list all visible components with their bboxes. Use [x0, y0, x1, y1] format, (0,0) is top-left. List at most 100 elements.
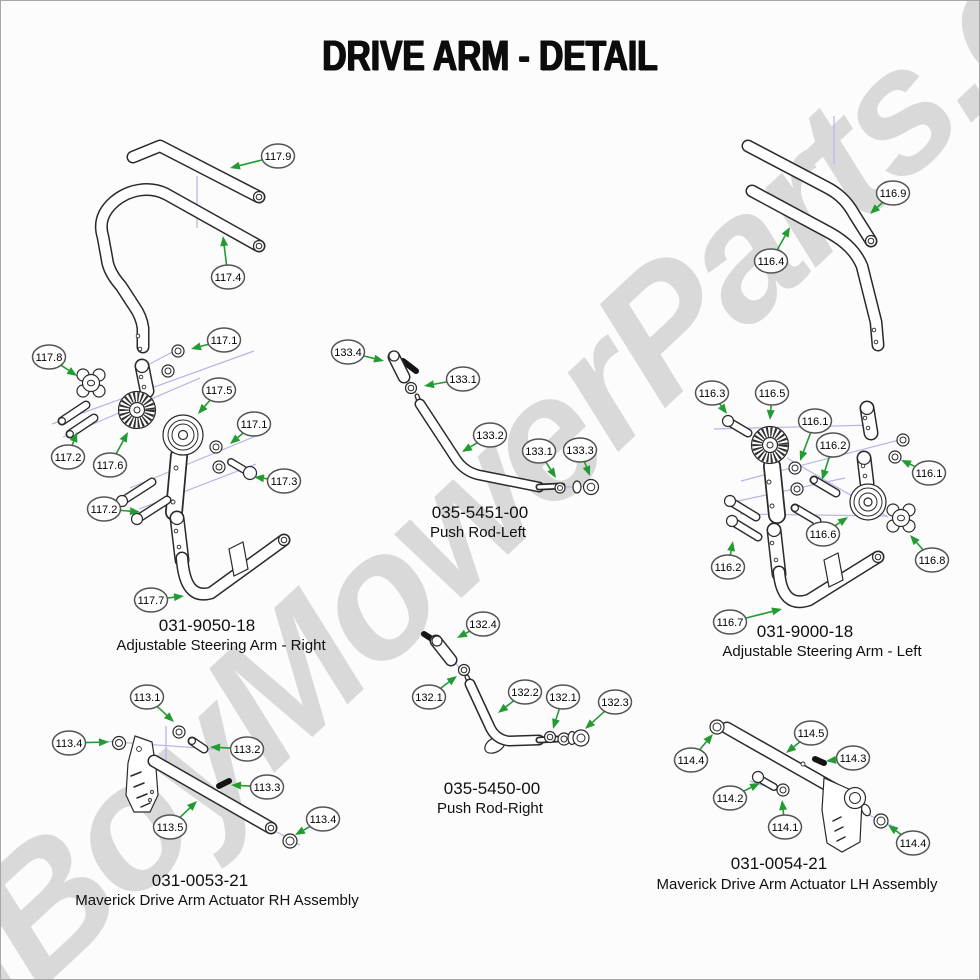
callout-114.3[interactable]: 114.3 — [826, 745, 871, 771]
callout-117.4[interactable]: 117.4 — [210, 236, 246, 290]
callout-114.4[interactable]: 114.4 — [888, 825, 931, 856]
callout-133.2[interactable]: 133.2 — [462, 422, 508, 452]
arrowhead-icon — [424, 380, 435, 389]
callout-113.4[interactable]: 113.4 — [295, 806, 341, 835]
callout-number: 114.4 — [678, 755, 705, 767]
bottom-arm-tube — [175, 533, 291, 601]
callout-number: 117.9 — [265, 151, 292, 163]
callout-113.4[interactable]: 113.4 — [51, 730, 110, 756]
callout-133.1[interactable]: 133.1 — [424, 366, 481, 392]
part-number-label: 031-0054-21 — [731, 854, 827, 873]
leader-line — [240, 784, 251, 787]
leader-line — [591, 710, 606, 723]
actuator-tube — [147, 754, 278, 835]
arrowhead-icon — [129, 507, 140, 516]
callout-116.7[interactable]: 116.7 — [712, 607, 783, 635]
callout-132.4[interactable]: 132.4 — [457, 611, 501, 638]
callout-number: 116.3 — [699, 388, 726, 400]
leader-line — [200, 343, 209, 348]
leader-line — [115, 440, 124, 455]
callout-117.5[interactable]: 117.5 — [198, 377, 237, 414]
ball-joint — [387, 350, 419, 384]
callout-133.1[interactable]: 133.1 — [521, 438, 557, 478]
callout-113.2[interactable]: 113.2 — [210, 736, 265, 762]
arrowhead-icon — [98, 738, 109, 747]
callout-bubble — [597, 689, 633, 715]
callout-116.9[interactable]: 116.9 — [870, 180, 911, 214]
arrowhead-icon — [210, 743, 221, 752]
bolt — [751, 770, 778, 791]
callout-bubble — [710, 554, 746, 580]
leader-line — [776, 235, 786, 251]
callout-117.1[interactable]: 117.1 — [230, 411, 272, 444]
callout-133.4[interactable]: 133.4 — [330, 339, 385, 365]
callout-117.2[interactable]: 117.2 — [86, 496, 141, 522]
callout-117.6[interactable]: 117.6 — [92, 432, 129, 478]
callout-117.1[interactable]: 117.1 — [191, 327, 242, 353]
rod-end — [567, 729, 590, 747]
callout-114.1[interactable]: 114.1 — [767, 800, 803, 840]
callout-116.2[interactable]: 116.2 — [710, 541, 746, 580]
callout-bubble — [521, 438, 557, 464]
callout-bubble — [249, 774, 285, 800]
part-number-label: 031-9000-18 — [757, 622, 853, 641]
callout-117.9[interactable]: 117.9 — [230, 143, 296, 170]
flange-nut — [888, 450, 902, 464]
callout-114.4[interactable]: 114.4 — [673, 734, 714, 773]
callout-132.1[interactable]: 132.1 — [545, 684, 581, 729]
leader-line — [440, 681, 450, 690]
actuator-tube — [720, 721, 843, 797]
tube-clamp — [823, 552, 844, 588]
callout-number: 116.7 — [717, 617, 744, 629]
callout-116.8[interactable]: 116.8 — [910, 535, 950, 573]
callout-116.6[interactable]: 116.6 — [805, 517, 849, 547]
callout-116.4[interactable]: 116.4 — [753, 227, 791, 274]
callout-132.3[interactable]: 132.3 — [585, 689, 633, 729]
leader-line — [916, 541, 924, 551]
bushing — [873, 813, 889, 829]
set-screw — [812, 756, 827, 766]
leader-line — [203, 399, 211, 408]
callout-133.3[interactable]: 133.3 — [562, 437, 598, 476]
callout-113.1[interactable]: 113.1 — [129, 684, 175, 722]
callout-117.7[interactable]: 117.7 — [133, 587, 185, 613]
callout-bubble — [50, 444, 86, 470]
callout-116.2[interactable]: 116.2 — [815, 432, 851, 480]
callout-116.3[interactable]: 116.3 — [694, 380, 730, 414]
callout-116.5[interactable]: 116.5 — [754, 380, 790, 420]
callout-114.5[interactable]: 114.5 — [786, 720, 829, 753]
callout-116.1[interactable]: 116.1 — [901, 460, 947, 486]
drive-arm-round-end — [162, 414, 204, 521]
callout-132.2[interactable]: 132.2 — [498, 679, 543, 713]
callout-113.5[interactable]: 113.5 — [152, 801, 198, 840]
callout-bubble — [260, 143, 296, 169]
callout-113.3[interactable]: 113.3 — [231, 774, 285, 800]
page-title: DRIVE ARM - DETAIL — [322, 32, 658, 80]
arrowhead-icon — [295, 826, 306, 835]
callout-number: 116.6 — [810, 529, 837, 541]
arrowhead-icon — [230, 161, 241, 170]
arrowhead-icon — [821, 469, 829, 480]
arrowhead-icon — [373, 354, 384, 363]
leader-line — [555, 708, 561, 720]
arrowhead-icon — [552, 718, 560, 729]
ball-joint — [421, 631, 458, 667]
callout-132.1[interactable]: 132.1 — [411, 676, 458, 710]
callout-116.1[interactable]: 116.1 — [797, 408, 833, 461]
part-name-label: Maverick Drive Arm Actuator RH Assembly — [75, 892, 359, 909]
leader-line — [824, 456, 831, 471]
leader-line — [219, 746, 231, 749]
arrowhead-icon — [220, 236, 229, 247]
art-steering-arm-left — [713, 116, 916, 609]
part-number-label: 031-0053-21 — [152, 871, 248, 890]
callout-114.2[interactable]: 114.2 — [712, 783, 761, 811]
callout-number: 133.4 — [334, 347, 362, 359]
callout-number: 113.1 — [134, 692, 161, 704]
callout-bubble — [31, 344, 67, 370]
callout-117.3[interactable]: 117.3 — [254, 468, 302, 494]
leader-line — [363, 355, 375, 360]
arrowhead-icon — [547, 467, 556, 478]
callout-117.2[interactable]: 117.2 — [50, 432, 86, 470]
callout-bubble — [835, 745, 871, 771]
callout-117.8[interactable]: 117.8 — [31, 344, 78, 376]
